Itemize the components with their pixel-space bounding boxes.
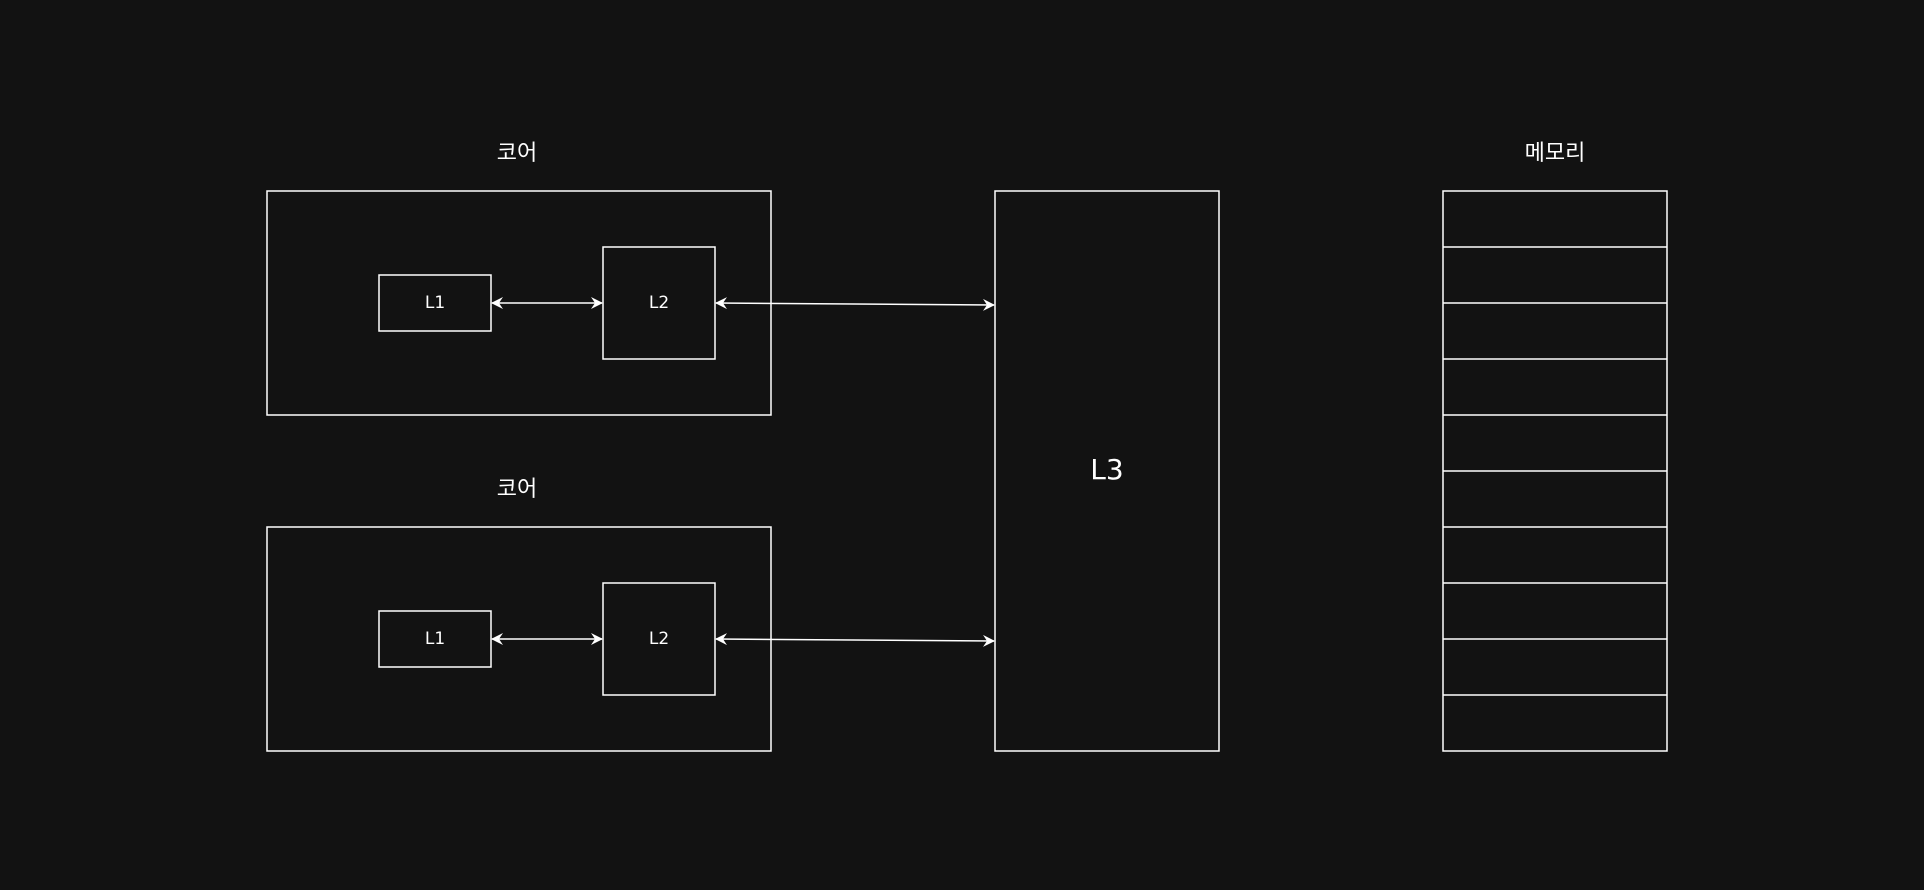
l2-l3-arrow-2 (715, 633, 995, 647)
connectors (491, 297, 995, 647)
core-group-1: 코어 L1 L2 (266, 141, 772, 416)
l1-label-2: L1 (425, 629, 445, 649)
core-title-2: 코어 (497, 477, 537, 502)
l1-label-1: L1 (425, 293, 445, 313)
memory-title: 메모리 (1525, 141, 1586, 166)
core-group-2: 코어 L1 L2 (266, 477, 772, 752)
l3-label: L3 (1090, 453, 1123, 486)
l2-l3-arrow-1 (715, 297, 995, 311)
l2-label-1: L2 (649, 293, 669, 313)
memory-cells (1443, 246, 1667, 696)
memory-group: 메모리 (1442, 141, 1668, 752)
l3-cache-box (994, 190, 1220, 752)
core-title-1: 코어 (497, 141, 537, 166)
l3-group: L3 (994, 190, 1220, 752)
l2-label-2: L2 (649, 629, 669, 649)
l2-cache-box-1 (602, 246, 716, 360)
l2-cache-box-2 (602, 582, 716, 696)
